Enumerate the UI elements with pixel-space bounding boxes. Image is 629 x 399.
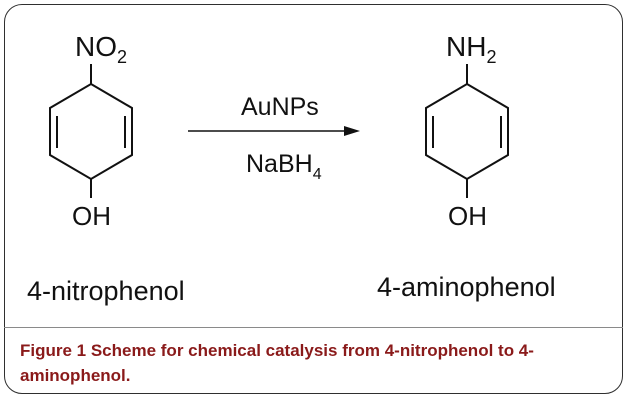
figure-caption: Figure 1 Scheme for chemical catalysis f… bbox=[20, 338, 610, 388]
product-benzene-ring bbox=[425, 82, 509, 181]
arrow-reagent-label: NaBH4 bbox=[246, 150, 322, 183]
product-bottom-group: OH bbox=[448, 201, 487, 231]
reactant-top-group: NO2 bbox=[75, 31, 127, 67]
reaction-scheme: NO2 OH 4-nitrophenol AuNPs NaBH4 NH2 OH … bbox=[27, 31, 556, 306]
arrow-head bbox=[344, 126, 360, 136]
reaction-arrow: AuNPs NaBH4 bbox=[188, 93, 360, 183]
product-molecule: NH2 OH 4-aminophenol bbox=[377, 31, 556, 302]
product-name: 4-aminophenol bbox=[377, 272, 556, 302]
caption-label: Figure 1 bbox=[20, 341, 87, 360]
caption-divider bbox=[4, 327, 623, 328]
reactant-bottom-group: OH bbox=[72, 201, 111, 231]
reactant-benzene-ring bbox=[49, 82, 133, 181]
figure-frame bbox=[4, 4, 623, 394]
reactant-molecule: NO2 OH 4-nitrophenol bbox=[27, 31, 185, 306]
arrow-catalyst-label: AuNPs bbox=[241, 93, 319, 121]
product-top-group: NH2 bbox=[446, 31, 496, 67]
caption-text: Scheme for chemical catalysis from 4-nit… bbox=[20, 341, 534, 385]
reactant-name: 4-nitrophenol bbox=[27, 276, 185, 306]
